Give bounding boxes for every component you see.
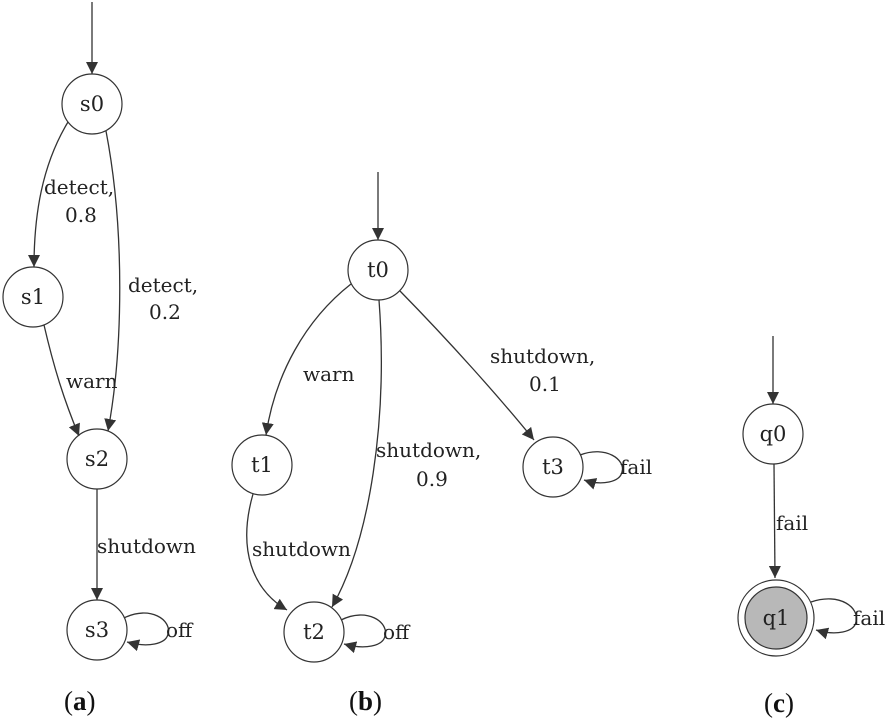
state-t3-label: t3 (542, 455, 564, 479)
state-s1: s1 (2, 266, 64, 328)
edge-t3-self (579, 451, 624, 490)
state-t1: t1 (231, 434, 293, 496)
state-t0: t0 (347, 239, 409, 301)
edge-s0-s2-label-line1: detect, (128, 273, 198, 297)
edge-t0-t2 (331, 299, 382, 608)
panel-a: s0 s1 s2 s3 detect, 0.8 detect, 0.2 warn… (2, 2, 198, 716)
edge-s0-s1-label-line1: detect, (44, 175, 114, 199)
edge-s2-s3-label: shutdown (97, 534, 196, 558)
edge-s1-s2-label: warn (66, 369, 118, 393)
state-t3: t3 (522, 436, 584, 498)
state-q0-label: q0 (760, 422, 787, 446)
state-s2-label: s2 (85, 447, 109, 471)
panel-a-caption: (a) (64, 686, 96, 716)
state-s0-label: s0 (80, 92, 104, 116)
edge-t2-self-label: off (383, 620, 411, 644)
state-q0: q0 (742, 403, 804, 465)
state-t2-label: t2 (303, 620, 325, 644)
edge-t0-t3-label-line2: 0.1 (529, 372, 561, 396)
panel-c-caption: (c) (764, 688, 794, 718)
edge-t0-t3 (399, 290, 535, 441)
edge-s3-self-label: off (166, 618, 194, 642)
state-q1-accepting: q1 (737, 579, 815, 657)
state-t0-label: t0 (367, 258, 389, 282)
edge-s0-s1-label-line2: 0.8 (65, 203, 97, 227)
edge-t0-t2-label-line2: 0.9 (416, 467, 448, 491)
state-s1-label: s1 (21, 285, 45, 309)
edge-t3-self-label: fail (620, 455, 652, 479)
edge-q1-self-label: fail (853, 606, 885, 630)
state-s3: s3 (66, 599, 128, 661)
state-s3-label: s3 (85, 618, 109, 642)
state-t2: t2 (283, 601, 345, 663)
state-s2: s2 (66, 428, 128, 490)
edge-t0-t1-label: warn (303, 362, 355, 386)
edge-s1-s2 (43, 324, 80, 437)
edge-s0-s2-label-line2: 0.2 (149, 300, 181, 324)
edge-s3-self (123, 612, 170, 652)
state-s0: s0 (61, 73, 123, 135)
edge-t0-t1 (261, 283, 352, 436)
edge-q1-self (810, 598, 858, 640)
edge-q0-q1-label: fail (776, 511, 808, 535)
edge-t0-t3-label-line1: shutdown, (490, 344, 595, 368)
edge-t1-t2-label: shutdown (252, 537, 351, 561)
edge-s0-s2 (104, 130, 121, 432)
edge-t0-t2-label-line1: shutdown, (376, 438, 481, 462)
edge-q0-q1 (768, 463, 781, 579)
edge-t1-t2 (246, 493, 288, 611)
state-t1-label: t1 (251, 453, 273, 477)
state-q1-label: q1 (763, 606, 790, 630)
edge-s0-s1 (28, 121, 69, 268)
panel-c: q0 q1 fail fail (c) (737, 336, 885, 718)
panel-b-caption: (b) (349, 686, 382, 716)
edge-t2-self (340, 614, 387, 654)
panel-b: t0 t1 t2 t3 warn shutdown, 0.9 shutdown,… (231, 172, 652, 716)
